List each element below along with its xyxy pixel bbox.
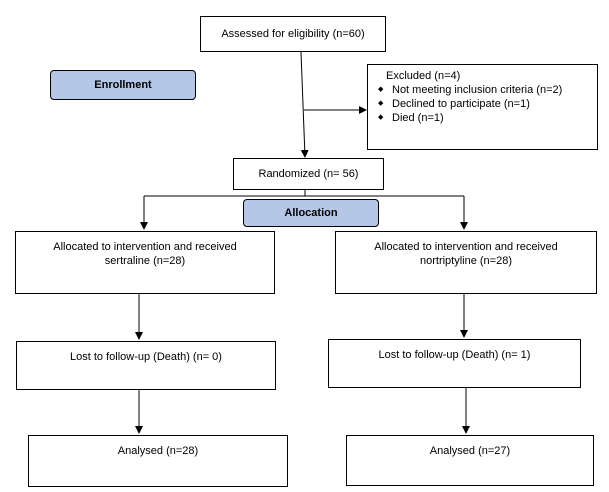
assessed-box: Assessed for eligibility (n=60) (200, 16, 386, 52)
left-allocation-line1: Allocated to intervention and received (53, 241, 237, 253)
excluded-title: Excluded (n=4) (386, 70, 461, 82)
right-lost-text: Lost to follow-up (Death) (n= 1) (378, 349, 531, 361)
excluded-reason-item: Declined to participate (n=1) (378, 97, 589, 111)
excluded-reason-item: Not meeting inclusion criteria (n=2) (378, 83, 589, 97)
left-analysed-box: Analysed (n=28) (28, 435, 288, 487)
right-allocation-line2: nortriptyline (n=28) (419, 255, 513, 267)
excluded-reasons-list: Not meeting inclusion criteria (n=2) Dec… (376, 83, 589, 125)
right-allocation-box: Allocated to intervention and received n… (335, 231, 597, 294)
arrow-assessed-to-randomized (300, 51, 309, 158)
assessed-text: Assessed for eligibility (n=60) (221, 28, 365, 40)
excluded-reason-item: Died (n=1) (378, 111, 589, 125)
left-lost-box: Lost to follow-up (Death) (n= 0) (16, 341, 276, 390)
randomized-text: Randomized (n= 56) (258, 168, 359, 180)
right-allocation-line1: Allocated to intervention and received (374, 241, 558, 253)
allocation-label: Allocation (284, 207, 338, 219)
right-lost-box: Lost to follow-up (Death) (n= 1) (328, 339, 581, 388)
left-analysed-text: Analysed (n=28) (117, 445, 199, 457)
right-analysed-box: Analysed (n=27) (346, 435, 594, 486)
randomized-box: Randomized (n= 56) (233, 158, 384, 190)
left-lost-text: Lost to follow-up (Death) (n= 0) (70, 351, 222, 363)
enrollment-tag: Enrollment (50, 70, 196, 100)
left-allocation-box: Allocated to intervention and received s… (15, 231, 275, 294)
right-analysed-text: Analysed (n=27) (429, 445, 511, 457)
left-allocation-line2: sertraline (n=28) (104, 255, 186, 267)
excluded-box: Excluded (n=4) Not meeting inclusion cri… (367, 64, 598, 150)
enrollment-label: Enrollment (94, 79, 152, 91)
allocation-tag: Allocation (243, 199, 379, 227)
